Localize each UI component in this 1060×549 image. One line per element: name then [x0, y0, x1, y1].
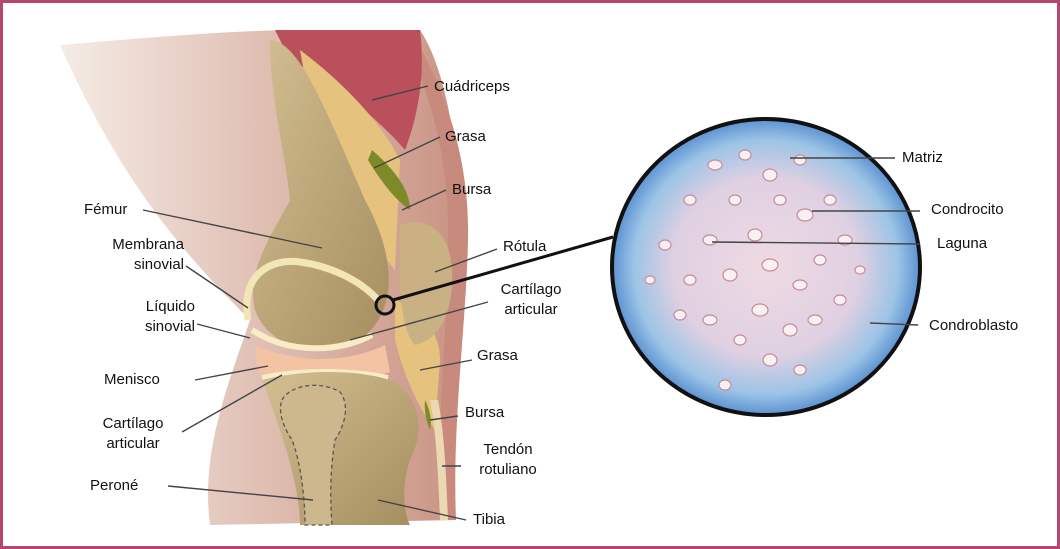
label-liquido-sinovial: Líquido sinovial — [100, 297, 195, 337]
label-tibia: Tibia — [473, 510, 505, 530]
label-femur: Fémur — [84, 200, 127, 220]
label-grasa-bottom: Grasa — [477, 346, 518, 366]
label-grasa-top: Grasa — [445, 127, 486, 147]
label-liquido-line1: Líquido — [100, 297, 195, 317]
label-bursa-bottom: Bursa — [465, 403, 504, 423]
label-cartilago-right-line2: articular — [485, 300, 577, 320]
label-tendon-line1: Tendón — [460, 440, 556, 460]
label-bursa-top: Bursa — [452, 180, 491, 200]
label-condrocito: Condrocito — [931, 200, 1004, 220]
label-cartilago-left-line1: Cartílago — [88, 414, 178, 434]
label-tendon-line2: rotuliano — [460, 460, 556, 480]
label-cartilago-left-line2: articular — [88, 434, 178, 454]
label-cuadriceps: Cuádriceps — [434, 77, 510, 97]
label-perone: Peroné — [90, 476, 138, 496]
label-liquido-line2: sinovial — [100, 317, 195, 337]
label-condroblasto: Condroblasto — [929, 316, 1018, 336]
label-rotula: Rótula — [503, 237, 546, 257]
label-membrana-line2: sinovial — [60, 255, 184, 275]
microscope-view — [612, 119, 920, 415]
label-cartilago-right-line1: Cartílago — [485, 280, 577, 300]
label-matriz: Matriz — [902, 148, 943, 168]
label-membrana-line1: Membrana — [60, 235, 184, 255]
label-tendon-rotuliano: Tendón rotuliano — [460, 440, 556, 480]
label-menisco: Menisco — [104, 370, 160, 390]
label-membrana-sinovial: Membrana sinovial — [60, 235, 184, 275]
label-cartilago-articular-right: Cartílago articular — [485, 280, 577, 320]
label-laguna: Laguna — [937, 234, 987, 254]
label-cartilago-articular-left: Cartílago articular — [88, 414, 178, 454]
